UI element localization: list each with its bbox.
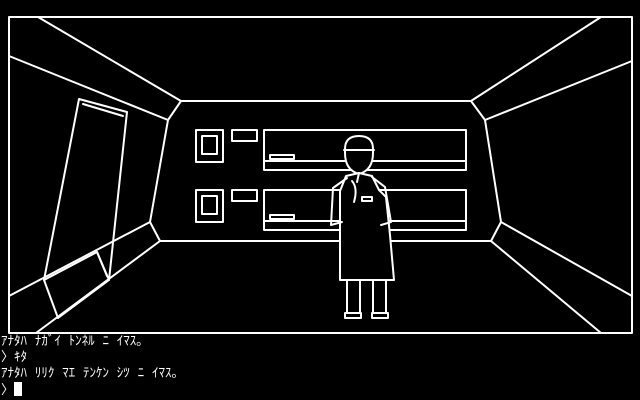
wall-panel-upper <box>195 129 467 171</box>
text-console: ｱﾅﾀﾊ ﾅｶﾞｲ ﾄﾝﾈﾙ ﾆ ｲﾏｽ｡ 〉ｷﾀ ｱﾅﾀﾊ ﾘﾘｸ ﾏｴ ﾃﾝ… <box>0 334 640 400</box>
side-door <box>43 98 128 319</box>
command-input-line[interactable]: 〉 <box>0 382 640 398</box>
console-line-2: 〉ｷﾀ <box>1 350 28 365</box>
corridor-edges <box>8 16 633 334</box>
console-line-3: ｱﾅﾀﾊ ﾘﾘｸ ﾏｴ ﾃﾝｹﾝ ｼﾂ ﾆ ｲﾏｽ｡ <box>1 366 178 381</box>
scene-viewport <box>8 16 633 334</box>
console-line-1: ｱﾅﾀﾊ ﾅｶﾞｲ ﾄﾝﾈﾙ ﾆ ｲﾏｽ｡ <box>1 334 143 349</box>
command-prompt: 〉 <box>1 383 15 398</box>
scene-frame <box>8 16 633 334</box>
character-figure <box>330 135 395 319</box>
text-cursor[interactable] <box>14 382 23 396</box>
